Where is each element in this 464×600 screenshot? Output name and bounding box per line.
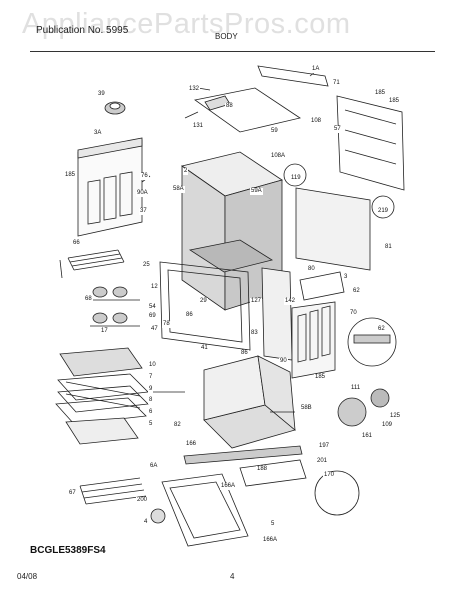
part-callout-58a: 58A: [172, 186, 185, 193]
drip-tray-part: [65, 417, 139, 445]
part-callout-68: 68: [84, 296, 93, 303]
watermark: AppliancePartsPros.com: [22, 8, 351, 40]
part-callout-62b: 62: [377, 326, 386, 333]
part-callout-108a: 108A: [270, 153, 287, 160]
part-callout-69: 69: [148, 313, 157, 320]
part-callout-197: 197: [318, 443, 331, 450]
part-callout-6a: 6A: [149, 463, 159, 470]
part-callout-83: 83: [250, 330, 259, 337]
part-callout-109: 109: [381, 422, 394, 429]
part-callout-71: 71: [332, 80, 341, 87]
part-callout-5: 5: [148, 421, 154, 428]
part-callout-78: 78: [162, 321, 171, 328]
part-callout-37: 37: [139, 208, 148, 215]
side-panel-70-part: [291, 301, 336, 379]
top-rail-part: [257, 65, 329, 87]
part-callout-2: 2: [183, 168, 189, 175]
part-callout-25: 25: [142, 262, 151, 269]
door-frame-part: [159, 261, 251, 351]
part-callout-131: 131: [192, 123, 205, 130]
rear-panel-part: [336, 95, 405, 191]
leveling-leg-part: [150, 508, 166, 524]
detail-circle-170: [314, 470, 360, 516]
part-callout-41: 41: [200, 345, 209, 352]
part-callout-166: 166: [185, 441, 198, 448]
model-code: BCGLE5389FS4: [30, 545, 106, 556]
oven-rack-part: [55, 373, 149, 425]
part-callout-1a: 1A: [311, 66, 321, 73]
part-callout-185a: 185: [374, 90, 387, 97]
broil-pan-part: [59, 347, 143, 377]
drawer-front-part: [161, 473, 249, 547]
part-callout-76: 76: [140, 173, 149, 180]
part-callout-166ab: 166A: [262, 537, 279, 544]
section-title: BODY: [215, 32, 238, 41]
part-callout-201: 201: [316, 458, 329, 465]
part-callout-3: 3: [343, 274, 349, 281]
part-callout-54: 54: [148, 304, 157, 311]
part-callout-142: 142: [284, 298, 297, 305]
part-callout-108: 108: [310, 118, 323, 125]
part-callout-5b: 5: [270, 521, 276, 528]
part-callout-6: 6: [148, 409, 154, 416]
part-callout-125: 125: [389, 413, 402, 420]
part-callout-47: 47: [150, 326, 159, 333]
part-callout-67: 67: [68, 490, 77, 497]
part-callout-80: 80: [307, 266, 316, 273]
part-callout-200: 200: [136, 497, 149, 504]
part-callout-90: 90: [279, 358, 288, 365]
drawer-slide-part: [183, 445, 303, 465]
part-callout-10: 10: [148, 362, 157, 369]
part-callout-4: 4: [143, 519, 149, 526]
convection-fan-part: [337, 397, 367, 427]
part-callout-81: 81: [384, 244, 393, 251]
part-callout-88: 88: [225, 103, 234, 110]
part-callout-62a: 62: [352, 288, 361, 295]
part-callout-8: 8: [148, 397, 154, 404]
part-callout-70: 70: [349, 310, 358, 317]
part-callout-17: 17: [100, 328, 109, 335]
part-callout-9: 9: [148, 386, 154, 393]
part-callout-170: 170: [323, 472, 336, 479]
part-callout-86b: 86: [240, 350, 249, 357]
top-shield-part: [194, 87, 301, 133]
part-callout-185d: 185: [314, 374, 327, 381]
part-callout-7: 7: [148, 374, 154, 381]
header-rule: [30, 51, 435, 52]
part-callout-3a: 3A: [93, 130, 103, 137]
part-callout-39: 39: [97, 91, 106, 98]
part-callout-29: 29: [199, 298, 208, 305]
part-callout-82: 82: [173, 422, 182, 429]
part-callout-90a: 90A: [136, 190, 149, 197]
burner-assembly-part: [90, 286, 140, 327]
part-callout-127: 127: [250, 298, 263, 305]
broil-element-part: [79, 477, 147, 505]
part-callout-59: 59: [270, 128, 279, 135]
publication-header: Publication No. 5995: [36, 25, 129, 36]
part-callout-59a: 59A: [250, 188, 263, 195]
part-callout-12: 12: [150, 284, 159, 291]
part-callout-57: 57: [333, 126, 342, 133]
part-callout-185b: 185: [388, 98, 401, 105]
right-side-panel-part: [295, 187, 371, 271]
part-callout-185c: 185: [64, 172, 77, 179]
part-callout-111: 111: [350, 385, 362, 392]
side-shield-part: [261, 267, 293, 361]
part-callout-188: 188: [256, 466, 269, 473]
footer-date: 04/08: [17, 572, 38, 581]
part-callout-219: 219: [377, 208, 390, 215]
bake-element-part: [59, 249, 125, 279]
part-callout-58b: 58B: [300, 405, 313, 412]
part-callout-166a: 166A: [220, 483, 237, 490]
part-callout-86: 86: [185, 312, 194, 319]
footer-page: 4: [230, 572, 235, 581]
part-callout-66: 66: [72, 240, 81, 247]
part-callout-161: 161: [361, 433, 374, 440]
part-callout-119: 119: [290, 175, 302, 182]
part-callout-132: 132: [188, 86, 201, 93]
